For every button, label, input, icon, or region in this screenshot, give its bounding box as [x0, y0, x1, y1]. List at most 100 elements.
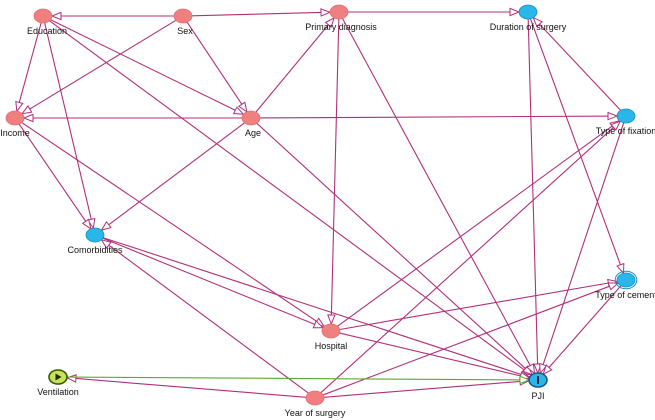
- edge-line: [101, 239, 309, 394]
- edge-line: [21, 19, 177, 115]
- node-label: Hospital: [315, 341, 348, 351]
- edge-education-to-income: [15, 22, 42, 113]
- node-label: Sex: [177, 26, 193, 36]
- node-ellipse[interactable]: [329, 4, 349, 20]
- node-primary-diagnosis[interactable]: Primary diagnosis: [305, 4, 377, 32]
- node-label: Ventilation: [37, 387, 79, 397]
- node-type-of-fixation[interactable]: Type of fixation: [596, 108, 655, 136]
- edge-primary_diagnosis-to-pji: [342, 18, 536, 375]
- arrowhead: [607, 111, 619, 121]
- node-comorbidities[interactable]: Comorbidities: [67, 227, 123, 255]
- edge-line: [255, 17, 335, 113]
- edge-type_of_fixation-to-duration_of_surgery: [532, 16, 622, 111]
- node-label: Type of fixation: [596, 126, 655, 136]
- edge-line: [320, 120, 621, 394]
- edge-sex-to-age: [186, 21, 248, 113]
- node-ventilation[interactable]: Ventilation: [37, 369, 79, 397]
- arrowhead: [65, 374, 77, 383]
- edge-age-to-pji: [256, 122, 534, 376]
- edge-line: [66, 377, 307, 398]
- edge-year_of_surgery-to-type_of_cement: [322, 282, 620, 396]
- edge-duration_of_surgery-to-pji: [527, 18, 542, 375]
- edge-sex-to-income: [20, 19, 177, 115]
- edge-income-to-comorbidities: [18, 123, 92, 230]
- edge-line: [339, 332, 530, 379]
- node-income[interactable]: Income: [0, 110, 30, 138]
- node-sex[interactable]: Sex: [173, 8, 193, 36]
- node-hospital[interactable]: Hospital: [315, 323, 348, 351]
- edge-line: [529, 18, 625, 274]
- arrowhead: [86, 217, 96, 230]
- node-ellipse[interactable]: [5, 110, 25, 126]
- node-ellipse[interactable]: [518, 4, 538, 20]
- arrowhead: [327, 314, 336, 326]
- edge-line: [539, 122, 625, 374]
- node-ellipse[interactable]: [85, 227, 105, 243]
- edge-line: [16, 22, 42, 112]
- node-label: Year of surgery: [285, 408, 346, 418]
- edge-type_of_fixation-to-pji: [539, 122, 625, 375]
- arrowhead: [532, 16, 543, 28]
- edge-year_of_surgery-to-comorbidities: [100, 239, 309, 394]
- arrowhead: [509, 7, 521, 17]
- node-ellipse[interactable]: [616, 272, 636, 288]
- arrowhead: [539, 362, 548, 375]
- edge-line: [21, 122, 325, 327]
- node-ring: [614, 270, 638, 290]
- node-ellipse[interactable]: [616, 108, 636, 124]
- arrowhead: [232, 106, 245, 115]
- edge-line: [322, 282, 619, 396]
- arrowhead: [81, 218, 92, 230]
- node-year-of-surgery[interactable]: Year of surgery: [285, 390, 346, 418]
- node-label: Education: [27, 26, 67, 36]
- play-triangle-icon: [55, 373, 62, 381]
- edge-sex-to-primary_diagnosis: [191, 8, 332, 17]
- node-ellipse[interactable]: [241, 110, 261, 126]
- edge-year_of_surgery-to-pji: [323, 377, 531, 398]
- edge-line: [66, 376, 530, 381]
- node-ellipse[interactable]: [33, 8, 53, 24]
- edge-income-to-hospital: [21, 122, 326, 328]
- edge-education-to-age: [50, 19, 245, 115]
- node-label: Income: [0, 128, 30, 138]
- edge-line: [256, 122, 533, 376]
- node-layer: Education Sex Primary diagnosis Duration of…: [0, 4, 655, 418]
- node-label: Primary diagnosis: [305, 22, 377, 32]
- edge-line: [103, 237, 530, 378]
- edge-hospital-to-pji: [339, 332, 531, 380]
- edge-line: [102, 237, 324, 329]
- edge-line: [330, 18, 340, 325]
- edge-sex-to-education: [50, 11, 174, 21]
- node-label: PJI: [531, 391, 544, 401]
- edge-line: [323, 380, 530, 398]
- node-ellipse[interactable]: [321, 323, 341, 339]
- node-education[interactable]: Education: [27, 8, 67, 36]
- arrowhead: [542, 364, 553, 376]
- node-age[interactable]: Age: [241, 110, 261, 138]
- edge-hospital-to-type_of_fixation: [337, 119, 621, 327]
- edge-age-to-type_of_fixation: [259, 111, 619, 121]
- edge-ventilation-to-pji: [66, 375, 531, 385]
- node-type-of-cement[interactable]: Type of cement: [595, 270, 655, 300]
- node-label: Age: [245, 128, 261, 138]
- node-ellipse[interactable]: [305, 390, 325, 406]
- edge-line: [542, 285, 622, 375]
- edge-line: [18, 123, 92, 230]
- edge-education-to-pji: [49, 20, 533, 376]
- edge-duration_of_surgery-to-type_of_cement: [529, 18, 625, 275]
- arrowhead: [610, 120, 622, 131]
- edge-line: [339, 280, 618, 331]
- bar-icon: [537, 376, 539, 384]
- edge-line: [101, 122, 245, 231]
- node-duration-of-surgery[interactable]: Duration of surgery: [490, 4, 567, 32]
- node-ellipse[interactable]: [173, 8, 193, 24]
- arrowhead: [526, 363, 536, 375]
- arrowhead: [324, 16, 335, 28]
- node-pji[interactable]: PJI: [528, 372, 548, 401]
- arrowhead: [20, 105, 33, 115]
- arrowhead: [312, 320, 325, 329]
- edge-line: [50, 19, 244, 115]
- edge-hospital-to-type_of_cement: [339, 278, 619, 331]
- edge-comorbidities-to-hospital: [102, 237, 325, 329]
